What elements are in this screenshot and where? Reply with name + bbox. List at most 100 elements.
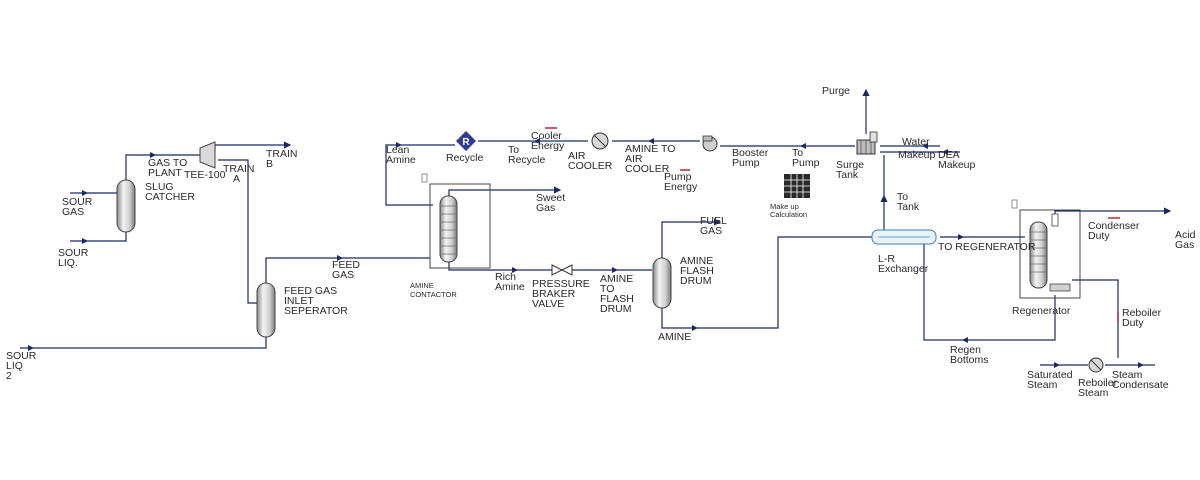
surge-tank-label-2: Tank xyxy=(836,169,859,181)
steam-condensate-label-1: Steam xyxy=(1112,369,1143,381)
rich-amine-stream[interactable] xyxy=(448,262,652,271)
surge-tank-icon[interactable] xyxy=(856,131,878,155)
regen-bottoms-label-2: Bottoms xyxy=(950,354,989,366)
regenerator-trays xyxy=(1031,231,1046,273)
amine-flash-drum-vessel[interactable] xyxy=(652,257,672,309)
cooler-energy-label-2: Energy xyxy=(531,140,565,152)
reboiler-steam-label-2: Steam xyxy=(1078,387,1109,399)
acid-gas-label-2: Gas xyxy=(1175,239,1194,251)
sour-liq-2-label-1: SOUR xyxy=(6,350,37,362)
slug-catcher-vessel[interactable] xyxy=(116,179,136,233)
amine-to-air-cooler-label-2: AIR xyxy=(625,153,643,165)
feed-gas-label-2: GAS xyxy=(332,269,354,281)
lr-exchanger-label-2: Exchanger xyxy=(878,263,929,275)
feed-gas-separator-vessel[interactable] xyxy=(256,282,276,338)
air-cooler-label-1: AIR xyxy=(568,150,586,162)
regenerator-tag-icon xyxy=(1011,199,1018,209)
reboiler-icon[interactable] xyxy=(1088,357,1104,373)
contactor-tag-icon xyxy=(421,173,428,183)
contactor-frame xyxy=(429,183,491,269)
gas-to-plant-label-2: PLANT xyxy=(148,167,182,179)
amine-contactor-label-2: CONTACTOR xyxy=(410,290,457,299)
steam-condensate-label-2: Condensate xyxy=(1112,379,1169,391)
pump-icon[interactable] xyxy=(702,135,718,152)
sweet-gas-label-2: Gas xyxy=(536,202,555,214)
condenser-icon[interactable] xyxy=(1051,213,1059,227)
booster-pump-label-2: Pump xyxy=(732,157,760,169)
train-b-label-1: TRAIN xyxy=(266,148,298,160)
train-a-label-1: TRAIN xyxy=(223,163,255,175)
make-up-label-2: Calculation xyxy=(770,210,807,219)
sour-liq-2-label-2: LIQ xyxy=(6,360,23,372)
condenser-duty-label-2: Duty xyxy=(1088,230,1110,242)
feed-gas-label-1: FEED xyxy=(332,259,360,271)
reboiler-drum-icon[interactable] xyxy=(1049,283,1071,292)
sour-liq-label-1: SOUR xyxy=(58,247,89,259)
sweet-gas-stream[interactable] xyxy=(448,186,562,196)
reboiler-return xyxy=(1072,279,1119,358)
lean-amine-stream[interactable] xyxy=(385,144,455,206)
flow-arrows xyxy=(28,138,1144,368)
pressure-valve-label-1: PRESSURE xyxy=(532,278,590,290)
to-recycle-label-1: To xyxy=(508,144,519,156)
sour-liq-2-label-3: 2 xyxy=(6,370,12,382)
feed-sep-label-2: INLET xyxy=(284,295,314,307)
fuel-gas-label-1: FUEL xyxy=(700,215,727,227)
recycle-icon-letter: R xyxy=(462,137,470,148)
gas-to-plant-stream[interactable] xyxy=(125,154,200,180)
amine-contactor-label-1: AMINE xyxy=(410,281,434,290)
saturated-steam-label-2: Steam xyxy=(1027,379,1058,391)
booster-pump-label-1: Booster xyxy=(732,147,769,159)
lean-amine-label-2: Amine xyxy=(386,154,416,166)
labels: SOUR GAS SOUR LIQ. SLUG CATCHER GAS TO P… xyxy=(6,85,1196,399)
to-regenerator-label-1: TO REGENERATOR xyxy=(938,241,1036,253)
fuel-gas-stream[interactable] xyxy=(661,218,722,262)
water-makeup-label-2: Makeup xyxy=(898,149,936,161)
amine-label: AMINE xyxy=(658,331,691,343)
amine-to-flash-label-1: AMINE xyxy=(600,273,633,285)
regenerator-label: Regenerator xyxy=(1012,305,1071,317)
lr-exchanger-label-1: L-R xyxy=(878,253,895,265)
sour-gas-label-1: SOUR xyxy=(62,196,93,208)
tee-icon[interactable] xyxy=(199,141,216,169)
condenser-duty-label-1: Condenser xyxy=(1088,220,1140,232)
to-pump-label-2: Pump xyxy=(792,157,820,169)
recycle-label: Recycle xyxy=(446,152,484,164)
recycle-icon[interactable]: R xyxy=(456,131,476,151)
flash-drum-label-1: AMINE xyxy=(680,255,713,267)
rich-amine-label-1: Rich xyxy=(495,271,516,283)
amine-to-lr-stream[interactable] xyxy=(661,236,872,329)
regenerator-column[interactable] xyxy=(1029,221,1048,289)
train-a-stream[interactable] xyxy=(218,159,257,304)
reboiler-duty-label-1: Reboiler xyxy=(1122,307,1162,319)
exchanger-icon[interactable] xyxy=(871,229,937,245)
pressure-valve-label-2: BRAKER xyxy=(532,288,576,300)
to-pump-label-1: To xyxy=(792,147,803,159)
valve-icon[interactable] xyxy=(551,264,573,276)
train-b-label-2: B xyxy=(266,158,273,170)
pump-energy-label-2: Energy xyxy=(664,181,698,193)
make-up-label-1: Make up xyxy=(770,202,799,211)
lean-amine-label-1: Lean xyxy=(386,144,410,156)
sour-liq-stream[interactable] xyxy=(70,230,127,242)
feed-gas-stream[interactable] xyxy=(265,257,430,283)
pump-energy-label-1: Pump xyxy=(664,171,692,183)
tee-100-label: TEE-100 xyxy=(184,169,226,181)
air-cooler-label-2: COOLER xyxy=(568,160,613,172)
amine-contactor-column[interactable] xyxy=(439,195,458,263)
spreadsheet-icon[interactable] xyxy=(784,174,810,198)
acid-gas-label-1: Acid xyxy=(1175,229,1196,241)
regen-bottoms-label-1: Regen xyxy=(950,344,981,356)
regenerator-frame xyxy=(1019,209,1081,299)
amine-to-air-cooler-label-1: AMINE TO xyxy=(625,143,675,155)
to-recycle-label-2: Recycle xyxy=(508,154,546,166)
sour-liq-label-2: LIQ. xyxy=(58,257,78,269)
regen-bottoms-stream[interactable] xyxy=(923,244,1056,341)
to-tank-label-2: Tank xyxy=(897,201,920,213)
purge-label: Purge xyxy=(822,85,850,97)
sweet-gas-label-1: Sweet xyxy=(536,192,565,204)
air-cooler-icon[interactable] xyxy=(591,132,609,150)
flash-drum-label-3: DRUM xyxy=(680,275,712,287)
sour-liq-2-stream[interactable] xyxy=(20,335,267,349)
